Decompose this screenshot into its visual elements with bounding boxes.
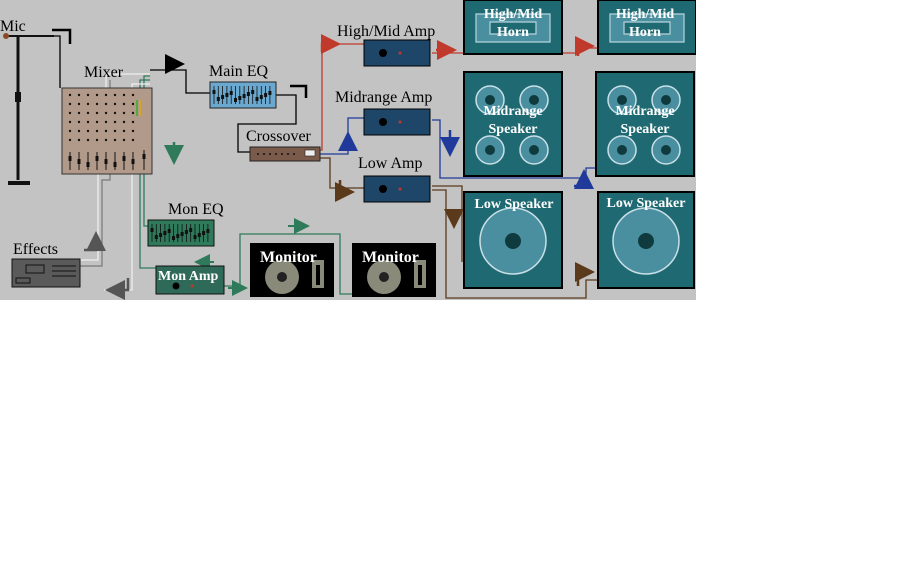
effects-unit <box>11 258 81 288</box>
low-amp <box>363 175 431 203</box>
crossover-label: Crossover <box>246 128 312 145</box>
mid-speaker-2-label-line2: Speaker <box>621 122 670 137</box>
high-signal-arrow-1 <box>320 34 341 54</box>
mic-arrow <box>52 28 72 44</box>
low-speaker-1 <box>463 191 563 289</box>
main-eq-label: Main EQ <box>209 63 269 80</box>
horn-1-label-line2: Horn <box>497 25 529 40</box>
low-amp-label: Low Amp <box>358 155 422 172</box>
mid-signal-arrow-1 <box>338 131 358 151</box>
mixer <box>61 87 153 175</box>
midrange-speaker-2 <box>595 71 695 177</box>
effects-arrow-1 <box>84 231 106 252</box>
monitor-2-label: Monitor <box>362 249 419 266</box>
mid-speaker-1-label-line1: Midrange <box>483 104 542 119</box>
mon-amp <box>155 265 225 295</box>
mic-label: Mic <box>0 18 26 35</box>
effects-arrow-2 <box>105 278 130 300</box>
high-mid-amp-label: High/Mid Amp <box>337 23 435 40</box>
mixer-to-main-eq-wire <box>150 69 210 94</box>
midrange-amp <box>363 108 431 136</box>
mic-stand <box>3 33 54 185</box>
monitor-1-label: Monitor <box>260 249 317 266</box>
high-mid-horn-2 <box>597 0 696 55</box>
low-speaker-2-label: Low Speaker <box>607 196 686 211</box>
low-signal-wire <box>312 157 364 189</box>
mid-signal-arrow-3 <box>574 169 594 189</box>
main-eq-arrow <box>290 84 308 98</box>
low-signal-arrow-3 <box>575 262 595 286</box>
sound-system-diagram: Mic Mixer Main EQ High/Mid Amp Midrange … <box>0 0 696 300</box>
monitor-2 <box>352 243 436 297</box>
effects-label: Effects <box>13 241 58 258</box>
high-signal-arrow-3 <box>575 36 595 56</box>
low-speaker-1-label: Low Speaker <box>475 197 554 212</box>
midrange-amp-label: Midrange Amp <box>335 89 432 106</box>
crossover <box>249 146 321 162</box>
diagram-canvas: Mic Mixer Main EQ High/Mid Amp Midrange … <box>0 0 696 300</box>
midrange-speaker-1 <box>463 71 563 177</box>
horn-1-label-line1: High/Mid <box>484 7 543 22</box>
main-eq <box>209 81 277 109</box>
horn-2-label-line2: Horn <box>629 25 661 40</box>
monitor-1 <box>250 243 334 297</box>
mic-cable <box>8 35 61 88</box>
low-speaker-2 <box>597 191 695 289</box>
high-mid-horn-1 <box>463 0 563 55</box>
mid-amp-to-speaker-wire <box>432 119 596 179</box>
mid-speaker-2-label-line1: Midrange <box>615 104 674 119</box>
low-amp-to-speaker-wire <box>432 185 463 262</box>
high-mid-amp <box>363 39 431 67</box>
mon-eq <box>147 219 215 247</box>
mixer-knobs <box>68 93 146 170</box>
mon-eq-label: Mon EQ <box>168 201 224 218</box>
mid-speaker-1-label-line2: Speaker <box>489 122 538 137</box>
low-signal-arrow-1 <box>335 180 355 202</box>
horn-2-label-line1: High/Mid <box>616 7 675 22</box>
mixer-label: Mixer <box>84 64 124 81</box>
mon-amp-label: Mon Amp <box>158 269 219 284</box>
main-eq-to-crossover-wire <box>237 94 297 153</box>
